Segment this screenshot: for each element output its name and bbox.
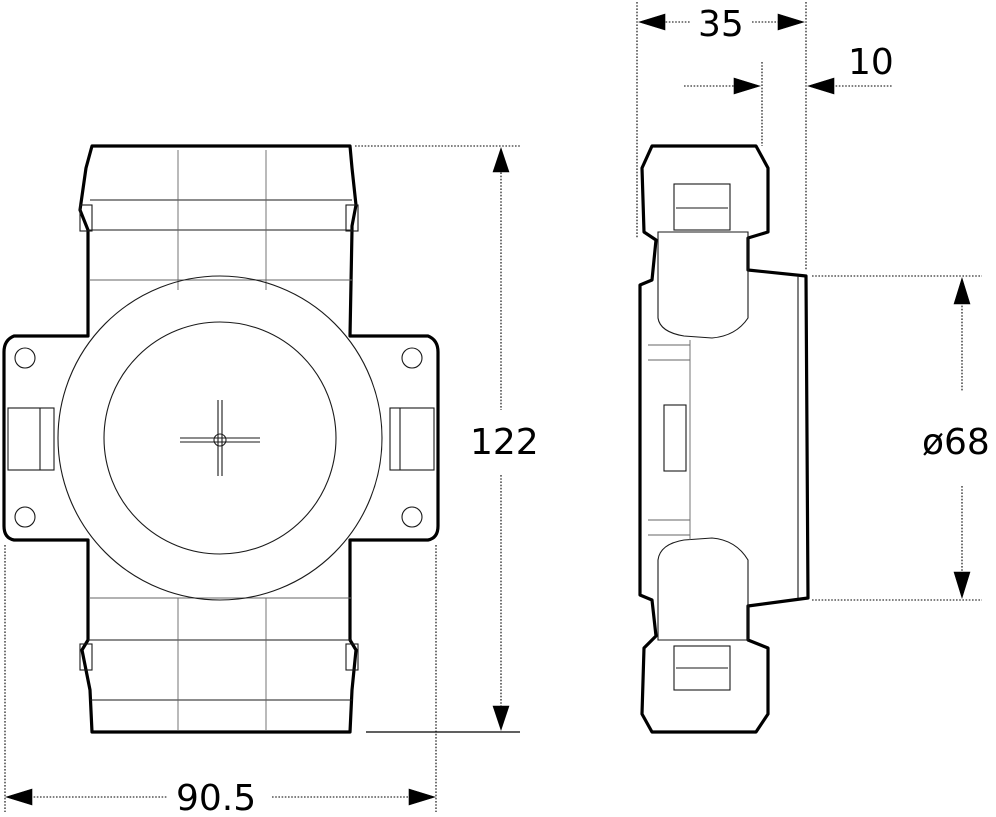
height-label: 122 bbox=[470, 422, 539, 463]
clip-tab-bl bbox=[79, 643, 93, 671]
lid-inner-circle bbox=[103, 321, 337, 555]
front-view bbox=[2, 144, 440, 734]
lid-outer-circle bbox=[57, 275, 383, 601]
clip-tab-tr bbox=[345, 204, 359, 232]
dimension-68: ø68 bbox=[812, 275, 990, 601]
upper-clip bbox=[657, 231, 749, 339]
clip-tab-br bbox=[345, 643, 359, 671]
side-view bbox=[638, 144, 810, 734]
front-body-outline bbox=[2, 144, 440, 734]
screw-hole-bl bbox=[14, 506, 36, 528]
dimension-10: 10 bbox=[684, 42, 894, 146]
lower-clip bbox=[657, 537, 749, 641]
width-label: 90.5 bbox=[176, 778, 256, 817]
right-flange-slot bbox=[389, 407, 435, 471]
left-flange-slot bbox=[7, 407, 55, 471]
screw-hole-br bbox=[401, 506, 423, 528]
depth-label: 35 bbox=[698, 4, 744, 45]
center-cross-mark bbox=[180, 400, 260, 476]
lower-clip-head bbox=[673, 645, 731, 691]
upper-clip-head bbox=[673, 183, 731, 231]
screw-hole-tr bbox=[401, 347, 423, 369]
diameter-label: ø68 bbox=[922, 422, 990, 463]
flange-label: 10 bbox=[848, 42, 894, 83]
dimension-35: 35 bbox=[636, 2, 807, 270]
dimension-122: 122 bbox=[355, 145, 539, 733]
dimension-90-5: 90.5 bbox=[4, 545, 437, 817]
side-body-outline bbox=[638, 144, 810, 734]
side-latch bbox=[663, 404, 687, 472]
screw-hole-tl bbox=[14, 347, 36, 369]
clip-tab-tl bbox=[79, 204, 93, 232]
